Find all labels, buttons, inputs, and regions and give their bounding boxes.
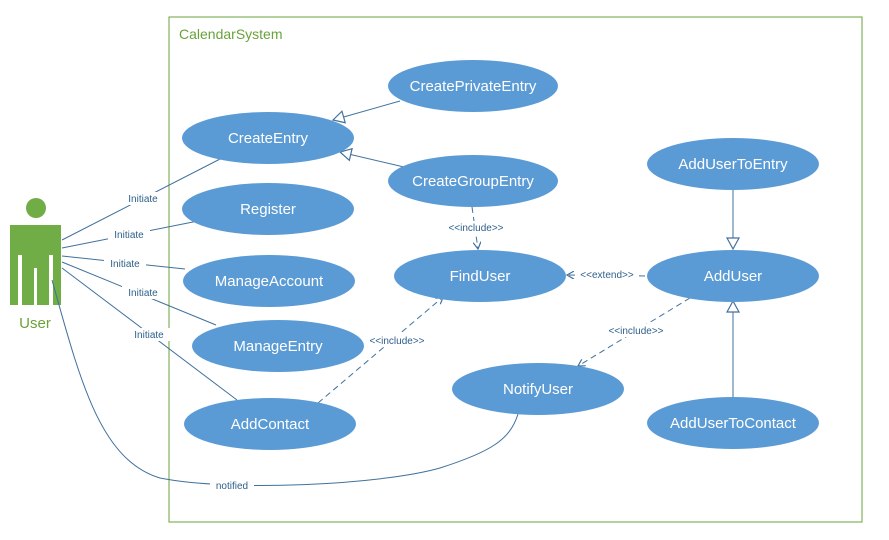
use-case-register[interactable]: Register [182,183,354,235]
initiate-label-manage-entry: Initiate [128,288,158,299]
notified-line [51,279,519,486]
use-case-find-user[interactable]: FindUser [394,250,566,302]
include-line-contact-find [317,297,443,404]
system-title: CalendarSystem [179,26,283,42]
initiate-label-manage-account: Initiate [110,259,140,270]
use-case-label: FindUser [450,268,511,285]
label-bg [122,192,164,205]
notified-label: notified [216,481,248,492]
use-case-label: CreateEntry [228,130,309,147]
include-label-group-find: <<include>> [448,223,503,234]
actor-label: User [19,315,51,332]
use-case-label: CreatePrivateEntry [410,78,537,95]
actor-gap [34,268,37,305]
extend-label-adduser-find: <<extend>> [580,270,634,281]
use-case-label: ManageEntry [233,338,323,355]
use-case-create-private-entry[interactable]: CreatePrivateEntry [388,60,558,112]
use-case-label: AddUser [704,268,762,285]
initiate-label-add-contact: Initiate [134,330,164,341]
use-case-label: Register [240,201,296,218]
use-case-label: AddUserToContact [670,415,797,432]
use-case-manage-entry[interactable]: ManageEntry [192,320,364,372]
label-bg [104,257,146,270]
label-bg [122,286,164,299]
use-case-add-user-to-contact[interactable]: AddUserToContact [647,397,819,449]
initiate-label-register: Initiate [114,230,144,241]
use-case-add-user-to-entry[interactable]: AddUserToEntry [647,138,819,190]
actor-gap [18,255,22,305]
use-case-label: CreateGroupEntry [412,173,534,190]
use-case-add-user[interactable]: AddUser [647,250,819,302]
use-case-label: AddContact [231,416,310,433]
actor-gap [49,255,53,305]
label-bg [128,328,170,341]
label-bg [444,221,508,234]
label-bg [604,324,668,337]
use-case-create-entry[interactable]: CreateEntry [182,112,354,164]
label-bg [577,268,637,281]
use-case-label: AddUserToEntry [678,156,788,173]
use-case-create-group-entry[interactable]: CreateGroupEntry [388,155,558,207]
user-actor [10,198,61,305]
include-label-contact-find: <<include>> [369,336,424,347]
use-case-label: ManageAccount [215,273,324,290]
use-case-manage-account[interactable]: ManageAccount [183,255,355,307]
generalization-private-entry [333,100,401,120]
use-case-notify-user[interactable]: NotifyUser [452,363,624,415]
use-case-label: NotifyUser [503,381,573,398]
generalization-group-entry [340,152,405,168]
label-bg [365,334,429,347]
initiate-label-create-entry: Initiate [128,194,158,205]
use-case-add-contact[interactable]: AddContact [184,398,356,450]
actor-head [26,198,46,218]
label-bg [210,479,254,492]
label-bg [108,228,150,241]
include-label-adduser-notify: <<include>> [608,326,663,337]
system-boundary [168,16,863,523]
